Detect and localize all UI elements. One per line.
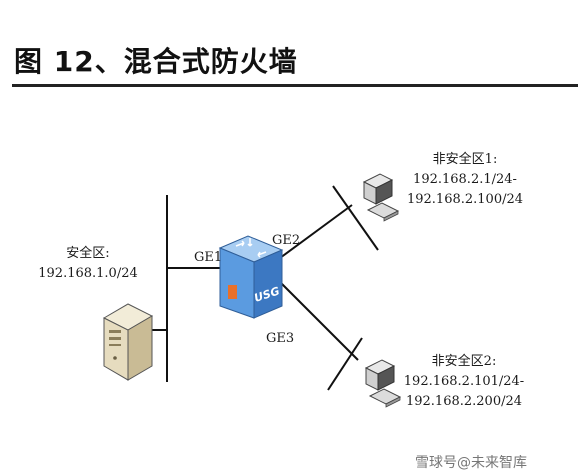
unsafe-zone1-range-start: 192.168.2.1/24-: [413, 172, 517, 187]
pc-zone2-icon: [364, 359, 402, 408]
watermark: 雪球号@未来智库: [415, 455, 527, 471]
ge2-link: [279, 204, 353, 259]
port-ge2-label: GE2: [272, 233, 301, 248]
unsafe-zone2-name: 非安全区2:: [431, 354, 497, 369]
unsafe-zone1-name: 非安全区1:: [432, 152, 498, 167]
unsafe-zone2-label: 非安全区2: 192.168.2.101/24- 192.168.2.200/2…: [398, 352, 530, 412]
port-ge3-label: GE3: [266, 331, 295, 346]
safe-zone-subnet: 192.168.1.0/24: [38, 266, 138, 281]
safe-zone-label: 安全区: 192.168.1.0/24: [36, 244, 140, 284]
figure-title: 图 12、混合式防火墙: [14, 45, 298, 78]
unsafe-zone1-range-end: 192.168.2.100/24: [406, 192, 524, 207]
ge3-link: [279, 281, 359, 361]
server-icon: [102, 303, 154, 381]
safe-zone-name: 安全区:: [66, 246, 110, 261]
pc-zone1-icon: [362, 173, 400, 222]
firewall-icon: USG: [218, 235, 284, 319]
unsafe-zone1-label: 非安全区1: 192.168.2.1/24- 192.168.2.100/24: [404, 150, 526, 210]
unsafe-zone2-range-start: 192.168.2.101/24-: [403, 374, 525, 389]
unsafe-zone2-range-end: 192.168.2.200/24: [405, 394, 523, 409]
zone1-segment: [332, 185, 379, 251]
title-underline: [12, 84, 578, 87]
firewall-logo: [228, 285, 237, 299]
zone2-segment: [327, 337, 363, 391]
port-ge1-label: GE1: [194, 250, 223, 265]
